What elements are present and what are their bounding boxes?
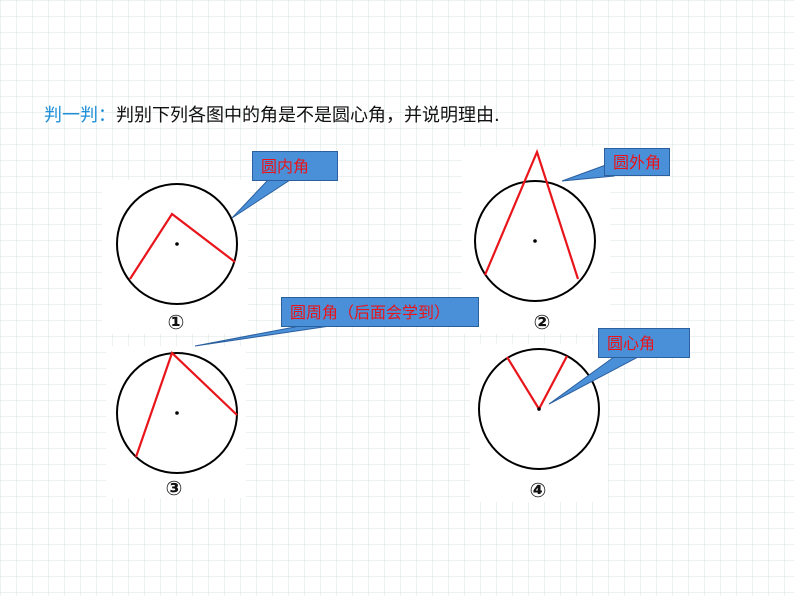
figure-2-number: ② bbox=[533, 310, 551, 334]
page-title: 判一判：判别下列各图中的角是不是圆心角，并说明理由. bbox=[44, 104, 500, 128]
figure-3-callout-pointer bbox=[194, 325, 331, 347]
figure-4 bbox=[478, 348, 639, 470]
figure-4-number: ④ bbox=[529, 478, 547, 502]
figure-1-number: ① bbox=[167, 310, 185, 334]
figure-1-angle bbox=[129, 212, 236, 280]
figure-3-callout: 圆周角（后面会学到） bbox=[281, 297, 479, 327]
figure-1-center-dot bbox=[175, 242, 179, 246]
figure-4-center-dot bbox=[537, 407, 541, 411]
figure-3-number: ③ bbox=[165, 476, 183, 500]
title-text: 判别下列各图中的角是不是圆心角，并说明理由. bbox=[116, 105, 500, 126]
figure-2 bbox=[474, 148, 615, 302]
figure-2-center-dot bbox=[533, 239, 537, 243]
figure-1-callout: 圆内角 bbox=[252, 151, 338, 181]
figure-3-angle bbox=[134, 351, 238, 458]
figure-3-center-dot bbox=[175, 411, 179, 415]
figure-2-angle bbox=[483, 148, 580, 280]
figure-4-callout: 圆心角 bbox=[598, 328, 690, 358]
figure-3 bbox=[116, 325, 331, 474]
figure-1-callout-pointer bbox=[231, 179, 292, 219]
title-lead: 判一判： bbox=[44, 105, 116, 126]
figure-2-callout: 圆外角 bbox=[604, 148, 670, 176]
figure-1 bbox=[116, 179, 292, 305]
